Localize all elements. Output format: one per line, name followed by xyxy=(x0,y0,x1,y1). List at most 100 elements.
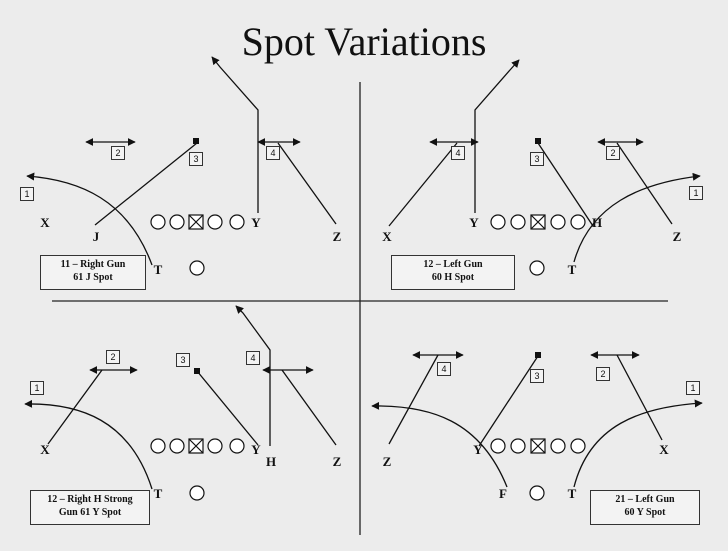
q4-y-route xyxy=(478,355,539,447)
quadrant-2-routes xyxy=(388,59,701,263)
q1-y-route xyxy=(211,56,259,213)
q4-route-number-2: 2 xyxy=(596,367,610,381)
q4-route-number-4: 4 xyxy=(437,362,451,376)
quadrant-1-routes xyxy=(26,56,337,266)
q2-player-x: X xyxy=(382,229,392,244)
q3-caption-line-1: 12 – Right H Strong xyxy=(47,494,133,505)
q1-route-number-4: 4 xyxy=(266,146,280,160)
q2-player-h: H xyxy=(591,215,603,230)
q2-route-number-3: 3 xyxy=(530,152,544,166)
q4-lineman-3 xyxy=(550,438,566,454)
q3-y-route xyxy=(196,370,259,446)
quadrant-3-routes xyxy=(24,305,337,490)
q3-lineman-2 xyxy=(169,438,185,454)
q3-play-caption: 12 – Right H Strong Gun 61 Y Spot xyxy=(30,490,150,525)
q3-route-number-1: 1 xyxy=(30,381,44,395)
q1-center-mark xyxy=(188,214,204,230)
q1-z-route xyxy=(277,142,337,225)
q4-route-number-1: 1 xyxy=(686,381,700,395)
q2-route-number-2: 2 xyxy=(606,146,620,160)
q2-caption-line-2: 60 H Spot xyxy=(431,272,475,283)
q1-lineman-2 xyxy=(169,214,185,230)
q1-player-z: Z xyxy=(332,229,342,244)
q4-t-route xyxy=(573,399,703,488)
q2-player-y: Y xyxy=(469,215,479,230)
q4-player-y: Y xyxy=(473,442,483,457)
q4-caption-line-1: 21 – Left Gun xyxy=(615,494,675,505)
q4-lineman-2 xyxy=(510,438,526,454)
q1-play-caption: 11 – Right Gun 61 J Spot xyxy=(40,255,146,290)
q1-lineman-1 xyxy=(150,214,166,230)
q4-lineman-4 xyxy=(570,438,586,454)
q2-player-z: Z xyxy=(672,229,682,244)
q2-center-mark xyxy=(530,214,546,230)
q2-h-route xyxy=(537,142,594,227)
q2-lineman-4 xyxy=(570,214,586,230)
q1-player-t: T xyxy=(153,262,163,277)
q4-player-x: X xyxy=(659,442,669,457)
q2-lineman-1 xyxy=(490,214,506,230)
q3-player-h: H xyxy=(265,454,277,469)
q1-quarterback xyxy=(189,260,205,276)
q3-caption-line-2: Gun 61 Y Spot xyxy=(58,507,122,518)
q1-lineman-3 xyxy=(207,214,223,230)
q4-spot-marker xyxy=(535,352,541,358)
q1-caption-line-1: 11 – Right Gun xyxy=(60,259,126,270)
q1-route-number-2: 2 xyxy=(111,146,125,160)
q1-player-j: J xyxy=(92,229,100,244)
q4-play-caption: 21 – Left Gun 60 Y Spot xyxy=(590,490,700,525)
q1-route-number-1: 1 xyxy=(20,187,34,201)
q2-y-route xyxy=(474,59,520,213)
q2-z-route xyxy=(616,142,673,225)
q4-player-z: Z xyxy=(382,454,392,469)
q2-quarterback xyxy=(529,260,545,276)
q4-formation xyxy=(490,438,586,501)
q3-x-route xyxy=(47,369,103,445)
q3-center-mark xyxy=(188,438,204,454)
q3-t-route xyxy=(24,399,153,490)
q2-route-number-4: 4 xyxy=(451,146,465,160)
q2-lineman-3 xyxy=(550,214,566,230)
q2-t-route xyxy=(573,172,701,263)
q1-formation xyxy=(150,214,245,276)
q3-z-route xyxy=(281,369,337,446)
q4-f-route xyxy=(371,401,508,488)
q3-lineman-4 xyxy=(229,438,245,454)
q4-center-mark xyxy=(530,438,546,454)
q2-caption-line-1: 12 – Left Gun xyxy=(423,259,483,270)
q1-player-x: X xyxy=(40,215,50,230)
q2-spot-marker xyxy=(535,138,541,144)
q3-spot-marker xyxy=(194,368,200,374)
q4-lineman-1 xyxy=(490,438,506,454)
q3-route-number-3: 3 xyxy=(176,353,190,367)
q2-route-number-1: 1 xyxy=(689,186,703,200)
q1-route-number-3: 3 xyxy=(189,152,203,166)
q1-spot-marker xyxy=(193,138,199,144)
page-title: Spot Variations xyxy=(241,19,487,64)
q4-x-route xyxy=(616,354,663,441)
q3-route-number-2: 2 xyxy=(106,350,120,364)
q1-caption-line-2: 61 J Spot xyxy=(73,272,113,283)
q4-quarterback xyxy=(529,485,545,501)
q1-lineman-4 xyxy=(229,214,245,230)
quadrant-4-routes xyxy=(371,351,703,488)
q3-route-number-4: 4 xyxy=(246,351,260,365)
q3-player-y: Y xyxy=(251,442,261,457)
q2-formation xyxy=(490,214,586,276)
q4-player-f: F xyxy=(499,486,507,501)
q4-caption-line-2: 60 Y Spot xyxy=(624,507,666,518)
q3-player-t: T xyxy=(153,486,163,501)
q1-j-route xyxy=(94,142,198,226)
q3-player-z: Z xyxy=(332,454,342,469)
q3-lineman-3 xyxy=(207,438,223,454)
q3-lineman-1 xyxy=(150,438,166,454)
q2-player-t: T xyxy=(567,262,577,277)
q1-player-y: Y xyxy=(251,215,261,230)
q4-route-number-3: 3 xyxy=(530,369,544,383)
q4-player-t: T xyxy=(567,486,577,501)
q2-play-caption: 12 – Left Gun 60 H Spot xyxy=(391,255,515,290)
q2-lineman-2 xyxy=(510,214,526,230)
q2-x-route xyxy=(388,142,458,227)
